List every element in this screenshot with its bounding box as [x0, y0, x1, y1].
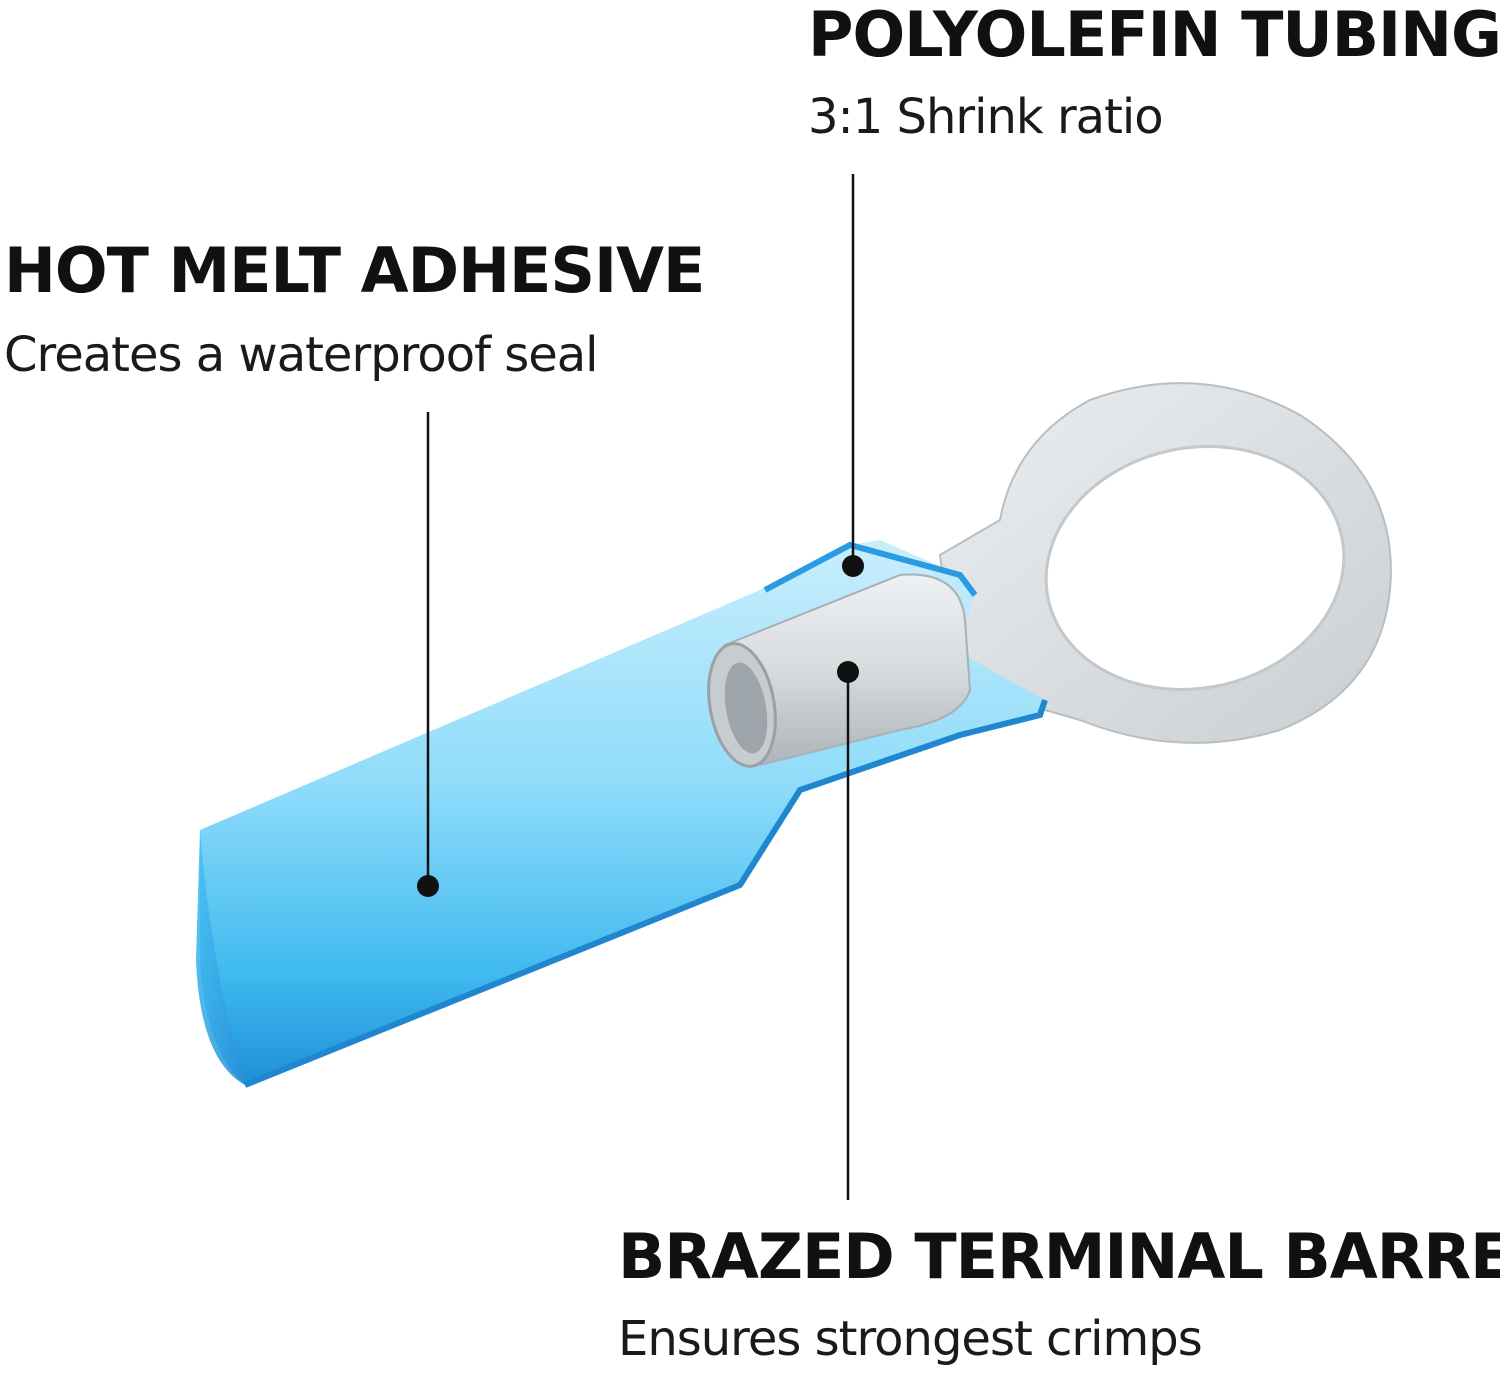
polyolefin-title: POLYOLEFIN TUBING	[808, 0, 1500, 71]
leader-brazed	[837, 661, 859, 1200]
hot-melt-title: HOT MELT ADHESIVE	[4, 234, 705, 307]
ring-tongue	[938, 382, 1392, 744]
brazed-title: BRAZED TERMINAL BARREL	[618, 1220, 1500, 1293]
polyolefin-callout: POLYOLEFIN TUBING 3:1 Shrink ratio	[808, 0, 1500, 146]
leader-polyolefin	[842, 174, 864, 577]
hot-melt-callout: HOT MELT ADHESIVE Creates a waterproof s…	[4, 234, 705, 384]
brazed-callout: BRAZED TERMINAL BARREL Ensures strongest…	[618, 1222, 1500, 1368]
hot-melt-subtitle: Creates a waterproof seal	[4, 327, 599, 383]
polyolefin-subtitle: 3:1 Shrink ratio	[808, 89, 1164, 145]
brazed-subtitle: Ensures strongest crimps	[618, 1311, 1203, 1367]
leader-hot-melt	[417, 412, 439, 897]
